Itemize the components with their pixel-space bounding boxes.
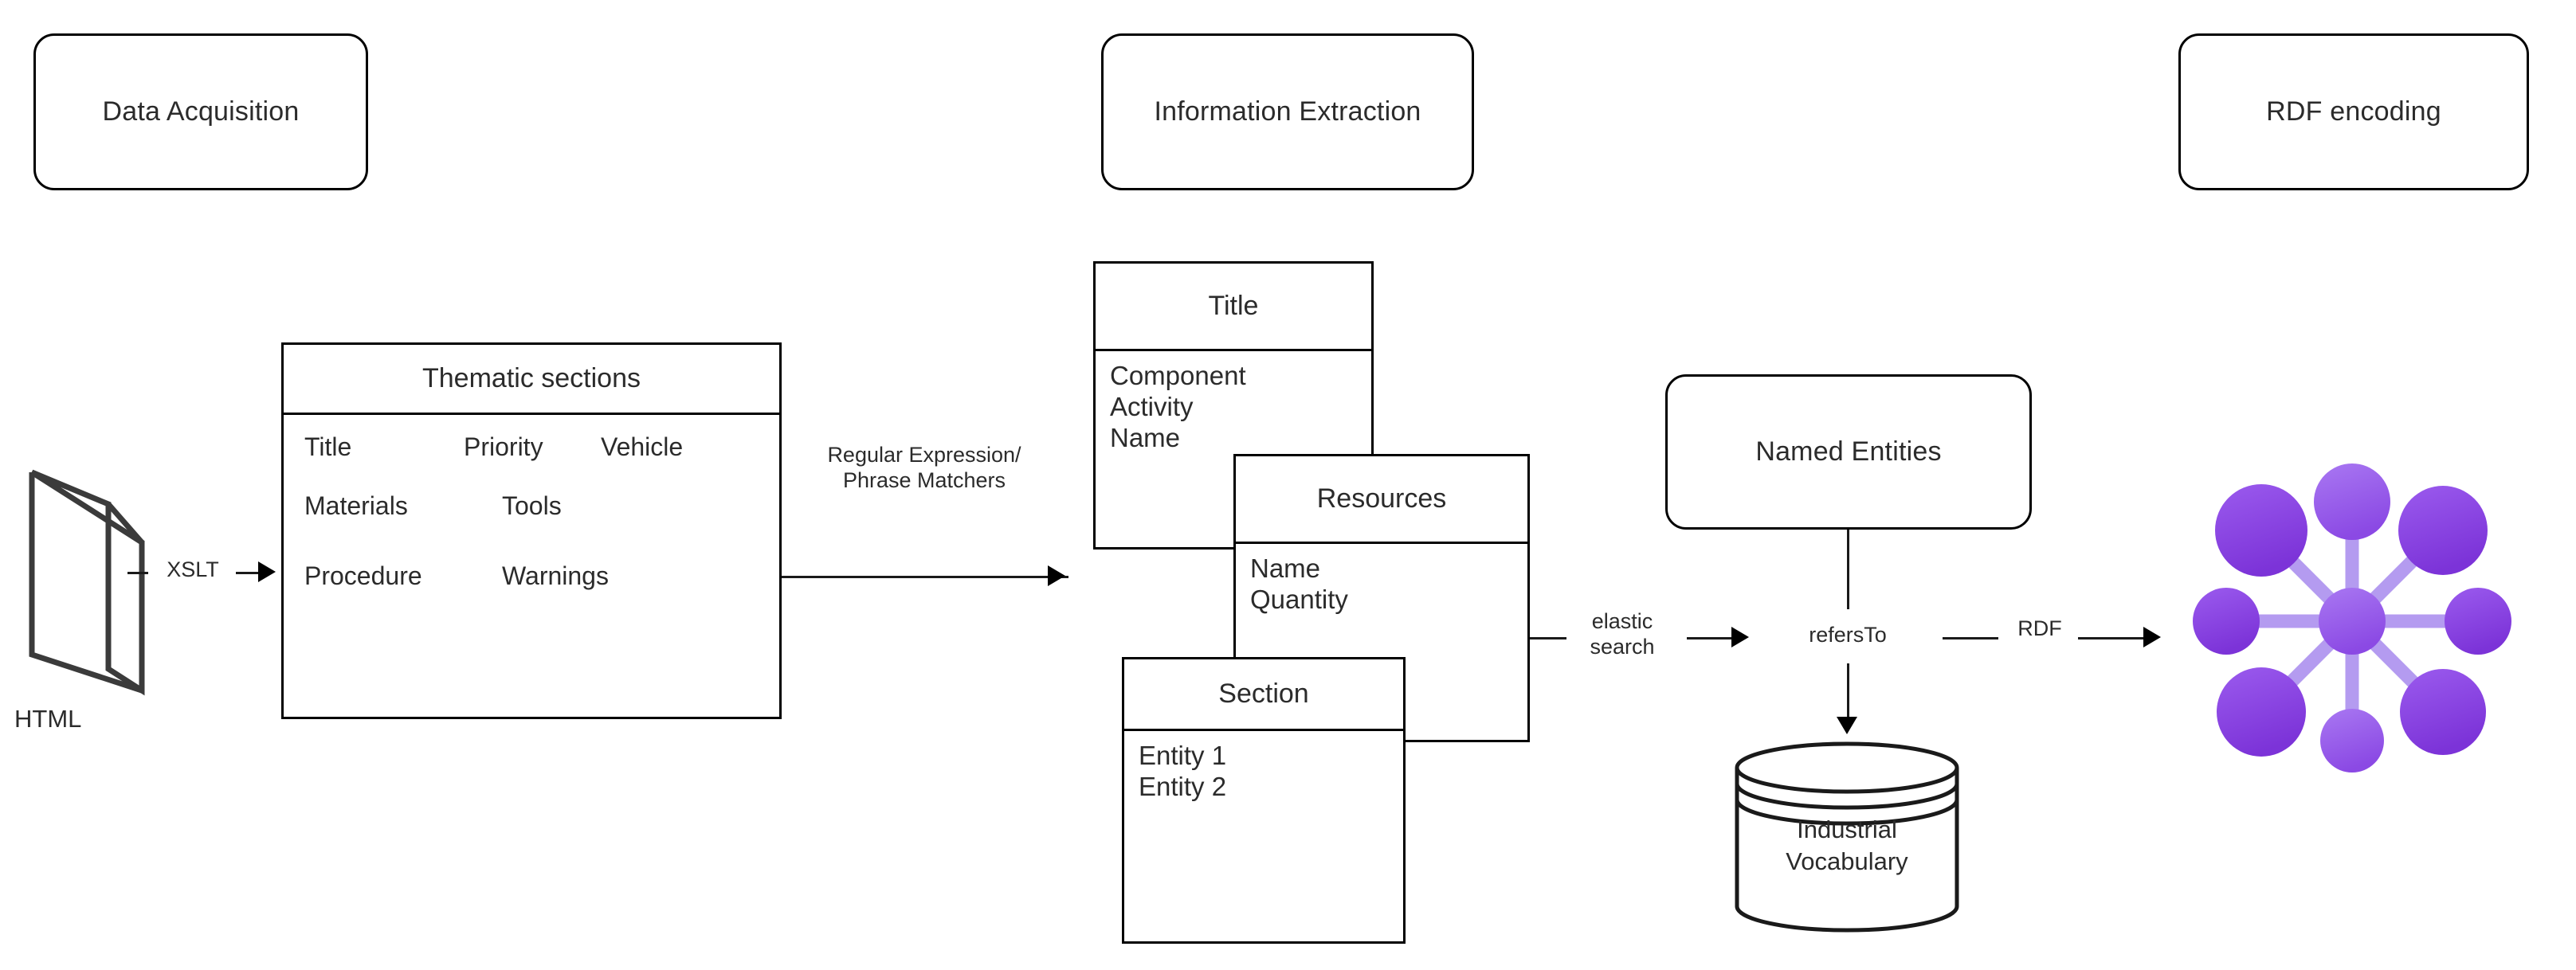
attribute-item: Component [1110,361,1246,390]
connector-rdf-arrowhead [2143,627,2161,647]
connector-xslt-line-left [127,572,150,574]
thematic-cell: Priority [464,432,543,461]
html-document-icon [14,466,166,697]
connector-rdf-line-right [2078,637,2143,639]
phase-box-data-acquisition[interactable]: Data Acquisition [33,33,368,190]
thematic-cell: Title [304,432,352,461]
attribute-item: Entity 2 [1139,771,1227,801]
resources-class-title: Resources [1236,456,1527,544]
named-entities-box[interactable]: Named Entities [1665,374,2032,530]
connector-regex-line [782,576,1068,578]
edge-label-refers-to: refersTo [1759,623,1936,648]
table-row: Title Priority Vehicle [304,432,759,491]
table-row: Materials Tools [304,491,759,561]
phase-label-data-acquisition: Data Acquisition [102,96,300,127]
edge-label-elastic-search: elastic search [1558,609,1687,660]
attribute-item: Quantity [1250,584,1348,614]
connector-elastic-line-right [1687,637,1731,639]
edge-label-regex: Regular Expression/ Phrase Matchers [797,443,1052,494]
thematic-cell: Procedure [304,561,422,590]
phase-box-information-extraction[interactable]: Information Extraction [1101,33,1474,190]
thematic-cell: Warnings [502,561,609,590]
table-row: Procedure Warnings [304,561,759,620]
phase-box-rdf-encoding[interactable]: RDF encoding [2178,33,2529,190]
connector-elastic-arrowhead [1731,627,1749,647]
edge-label-xslt: XSLT [148,557,237,583]
named-entities-label: Named Entities [1755,436,1942,467]
thematic-cell: Vehicle [601,432,684,461]
thematic-sections-title: Thematic sections [284,345,779,415]
section-class-box[interactable]: Section Entity 1 Entity 2 [1122,657,1406,944]
thematic-sections-box[interactable]: Thematic sections Title Priority Vehicle… [281,342,782,719]
phase-label-information-extraction: Information Extraction [1154,96,1421,127]
industrial-vocabulary-cylinder[interactable] [1729,733,1965,938]
thematic-cell: Tools [502,491,562,520]
knowledge-graph-icon [2177,446,2527,796]
thematic-sections-body: Title Priority Vehicle Materials Tools P… [284,415,779,620]
connector-refersto-line-top [1847,530,1849,609]
connector-rdf-line-left [1943,637,2000,639]
connector-xslt-line-right [236,572,258,574]
title-class-attributes: Component Activity Name [1096,351,1371,454]
section-class-attributes: Entity 1 Entity 2 [1124,731,1403,803]
thematic-cell: Materials [304,491,408,520]
industrial-vocabulary-label: Industrial Vocabulary [1786,816,1908,875]
edge-label-rdf: RDF [1998,616,2081,642]
resources-class-attributes: Name Quantity [1236,544,1527,616]
attribute-item: Name [1110,422,1181,452]
connector-xslt-arrowhead [258,561,276,582]
attribute-item: Name [1250,553,1321,583]
connector-refersto-line-bottom [1847,663,1849,729]
attribute-item: Activity [1110,391,1194,421]
attribute-item: Entity 1 [1139,741,1227,770]
phase-label-rdf-encoding: RDF encoding [2266,96,2441,127]
connector-regex-arrowhead [1048,565,1065,586]
html-document-caption: HTML [14,705,82,733]
connector-refersto-arrowhead [1837,717,1857,734]
title-class-title: Title [1096,264,1371,351]
connector-elastic-line-left [1530,637,1566,639]
section-class-title: Section [1124,659,1403,731]
